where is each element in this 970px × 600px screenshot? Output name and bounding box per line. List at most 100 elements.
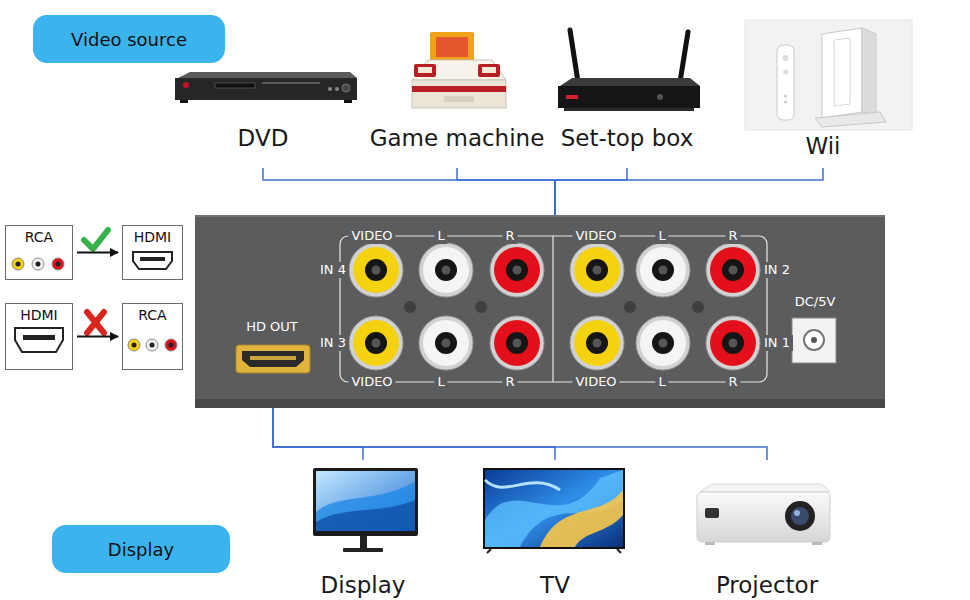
port-label: IN 1	[761, 335, 793, 351]
display-device: TV	[475, 460, 635, 600]
projector-lens-glint	[794, 510, 800, 516]
format-box: HDMI	[5, 303, 73, 370]
pill-label: Video source	[71, 29, 187, 50]
format-box: HDMI	[122, 225, 183, 280]
tv-swirl	[485, 480, 560, 490]
remote-button	[783, 55, 789, 61]
category-pill: Display	[52, 525, 230, 573]
dvd-logo	[183, 82, 189, 88]
port-label: VIDEO	[348, 228, 395, 244]
port-label: VIDEO	[572, 374, 619, 390]
console-top	[412, 60, 506, 80]
tv-swirl	[540, 490, 623, 547]
dvd-top	[178, 72, 357, 78]
dvd-tray	[262, 82, 320, 84]
port-label: VIDEO	[348, 374, 395, 390]
monitor-frame	[313, 468, 418, 536]
monitor-neck	[360, 536, 367, 548]
projector-body	[697, 492, 830, 542]
projector-lens	[785, 501, 815, 531]
format-label: RCA	[6, 226, 72, 246]
controller-face	[418, 67, 432, 73]
source-device: DVD	[175, 65, 351, 168]
switch-panel: VIDEOLRVIDEOLRIN 4IN 2DC/5VHD OUTIN 3IN …	[195, 215, 885, 408]
wii-stand	[815, 112, 886, 127]
console-stripe	[412, 86, 506, 92]
conversion-arrow	[77, 252, 118, 254]
bracket-connector	[273, 408, 555, 460]
conversion-arrow	[77, 336, 118, 338]
bracket-connector	[263, 168, 555, 215]
port-label: L	[655, 374, 668, 390]
stb-base	[564, 108, 694, 111]
cross-mark	[87, 312, 104, 333]
cartridge-label	[436, 37, 468, 57]
antenna	[570, 30, 578, 82]
port-label: R	[502, 228, 517, 244]
port-label: HD OUT	[243, 319, 301, 335]
stb-led	[657, 94, 663, 100]
format-label: HDMI	[6, 304, 72, 324]
bracket-connector	[555, 168, 627, 215]
projector-top	[700, 484, 830, 492]
console-front	[412, 80, 506, 108]
dvd-foot	[180, 100, 188, 103]
port-label: R	[725, 228, 740, 244]
projector-sensor	[705, 508, 719, 518]
device-label: Set-top box	[539, 124, 715, 152]
tv-swirl	[485, 470, 623, 547]
antenna	[680, 32, 688, 82]
wii-remote	[777, 45, 794, 120]
controller-face	[482, 67, 496, 73]
bracket-connector	[273, 408, 363, 460]
projector-foot	[812, 542, 822, 545]
stb-logo	[566, 95, 578, 99]
cartridge	[430, 32, 474, 64]
tv-feet	[487, 549, 621, 553]
monitor-screen	[316, 471, 415, 531]
device-label: DVD	[175, 124, 351, 152]
tv-screen	[485, 470, 623, 547]
dvd-foot	[344, 100, 352, 103]
bracket-connector	[457, 168, 555, 215]
port-label: IN 4	[317, 262, 349, 278]
console-switch	[444, 96, 474, 102]
monitor-wave	[316, 482, 415, 531]
remote-button	[783, 70, 788, 75]
port-label: R	[502, 374, 517, 390]
dvd-display	[215, 83, 255, 88]
remote-button	[784, 101, 787, 104]
device-label: Game machine	[369, 124, 545, 152]
port-label: R	[725, 374, 740, 390]
stb-body	[558, 86, 700, 108]
display-device: Display	[293, 460, 433, 600]
wii-side	[862, 28, 876, 116]
format-box: RCA	[5, 225, 73, 280]
tv-frame	[483, 468, 625, 549]
port-label: L	[655, 228, 668, 244]
format-label: HDMI	[123, 226, 182, 246]
port-label: L	[434, 228, 447, 244]
port-label: IN 2	[761, 262, 793, 278]
bracket-connector	[273, 408, 767, 460]
dvd-body	[175, 78, 357, 100]
category-pill: Video source	[33, 15, 225, 63]
wii-front	[822, 28, 862, 118]
port-label: VIDEO	[572, 228, 619, 244]
device-label: Projector	[692, 571, 842, 599]
controller	[414, 64, 436, 77]
projector-foot	[705, 542, 715, 545]
controller	[478, 64, 500, 77]
device-label: TV	[475, 571, 635, 599]
dvd-button	[335, 87, 339, 91]
display-device: Projector	[692, 460, 842, 600]
bracket-connector	[555, 168, 823, 215]
format-label: RCA	[123, 304, 182, 324]
projector-lens-glass	[791, 507, 809, 525]
remote-button	[784, 95, 787, 98]
format-box: RCA	[122, 303, 183, 370]
device-label: Wii	[748, 132, 898, 160]
monitor-base	[343, 548, 383, 552]
dvd-button	[328, 87, 332, 91]
